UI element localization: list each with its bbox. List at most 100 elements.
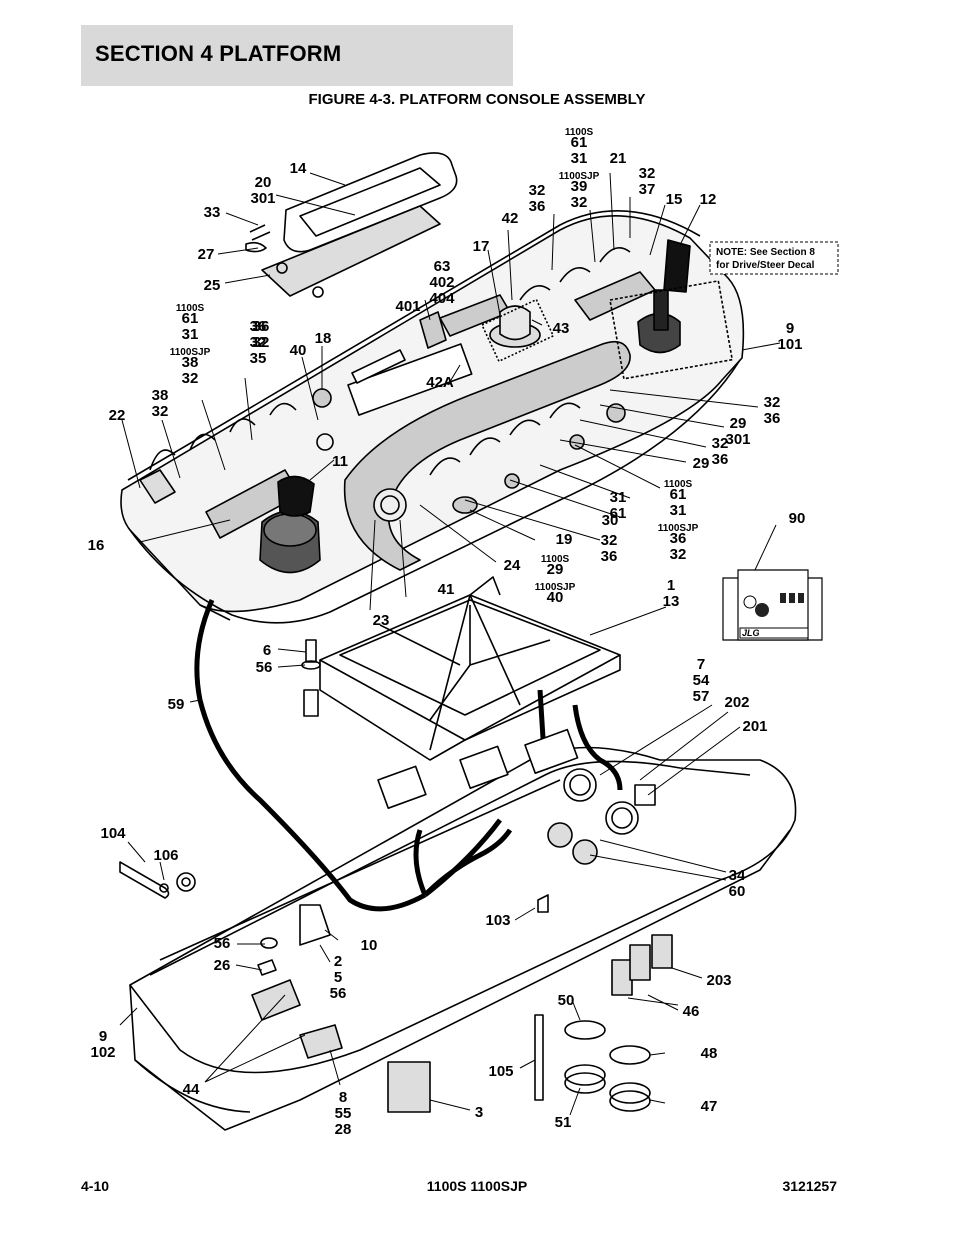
- callout-label: 61: [182, 310, 199, 327]
- callout-label: 31: [610, 489, 627, 506]
- callout-label: 5: [334, 969, 342, 986]
- callout-label: 101: [777, 336, 802, 353]
- callout-label: 36: [601, 548, 618, 565]
- callout-label: 18: [315, 330, 332, 347]
- callout-label: 32: [601, 532, 618, 549]
- section-header: SECTION 4 PLATFORM: [81, 25, 513, 86]
- callout-label: 1100SJP: [658, 523, 699, 534]
- callout-label: 22: [109, 407, 126, 424]
- callout-label: 102: [90, 1044, 115, 1061]
- callout-label: 20: [255, 174, 272, 191]
- mounting-bracket: [319, 576, 621, 761]
- callout-label: 56: [330, 985, 347, 1002]
- callout-label: 16: [88, 537, 105, 554]
- hardware: [119, 639, 673, 1113]
- callout-label: 36: [670, 530, 687, 547]
- cover-and-decal: [245, 152, 458, 349]
- callout-label: 19: [556, 531, 573, 548]
- callout-label: 1100SJP: [170, 347, 211, 358]
- callout-label: 90: [789, 510, 806, 527]
- connectors: [377, 728, 656, 865]
- callout-label: 32: [712, 435, 729, 452]
- callout-label: 32: [639, 165, 656, 182]
- callout-label: 39: [571, 178, 588, 195]
- callout-label: 32: [182, 370, 199, 387]
- callout-label: 40: [547, 589, 564, 606]
- callout-label: 60: [729, 883, 746, 900]
- callout-label: 32: [250, 334, 267, 351]
- callout-label: 301: [250, 190, 275, 207]
- callout-label: 1100S: [664, 479, 693, 490]
- section-title: SECTION 4 PLATFORM: [95, 41, 342, 66]
- callout-label: 61: [670, 486, 687, 503]
- note-line-2: for Drive/Steer Decal: [716, 260, 815, 271]
- callout-label: 29: [693, 455, 710, 472]
- callout-label: 41: [438, 581, 455, 598]
- console-top-panel: [120, 210, 745, 624]
- callout-label: 37: [639, 181, 656, 198]
- callout-label: 301: [725, 431, 750, 448]
- callout-label: 35: [250, 350, 267, 367]
- callout-label: 2: [334, 953, 342, 970]
- callout-label: 13: [663, 593, 680, 610]
- callout-label: 47: [701, 1098, 718, 1115]
- figure-title: FIGURE 4-3. PLATFORM CONSOLE ASSEMBLY: [308, 91, 646, 108]
- callout-label: 11: [332, 453, 348, 470]
- callout-label: 36: [253, 318, 270, 335]
- callout-label: 38: [152, 387, 169, 404]
- callout-label: 42: [502, 210, 519, 227]
- callout-label: 30: [602, 512, 619, 529]
- callout-label: 1100S: [565, 127, 594, 138]
- callout-label: 33: [204, 204, 221, 221]
- decal-kit-inset: JLG: [722, 569, 823, 641]
- manual-number: 3121257: [782, 1178, 837, 1194]
- callout-label: 32: [152, 403, 169, 420]
- callout-label: 55: [335, 1105, 352, 1122]
- callout-label: 12: [700, 191, 717, 208]
- callout-label: 202: [724, 694, 749, 711]
- callout-label: 1100SJP: [535, 582, 576, 593]
- callout-label: 63: [434, 258, 451, 275]
- callout-label: 31: [571, 150, 588, 167]
- callout-label: 201: [742, 718, 767, 735]
- callout-label: 404: [429, 290, 455, 307]
- callout-label: 21: [610, 150, 627, 167]
- callout-label: 50: [558, 992, 575, 1009]
- callout-label: 36: [250, 318, 267, 335]
- callout-label: 8: [339, 1089, 347, 1106]
- callout-label: 10: [361, 937, 378, 954]
- note-line-1: NOTE: See Section 8: [716, 247, 815, 258]
- callout-label: 14: [290, 160, 307, 177]
- callout-label: 9: [99, 1028, 107, 1045]
- callout-label: 7: [697, 656, 705, 673]
- callout-labels: 1420301332725634024044011742431842A1100S…: [88, 127, 806, 1138]
- callout-label: 105: [488, 1063, 513, 1080]
- callout-label: 56: [214, 935, 231, 952]
- callout-label: 203: [706, 972, 731, 989]
- page-number: 4-10: [81, 1178, 110, 1194]
- callout-label: 106: [153, 847, 178, 864]
- callout-label: 1: [667, 577, 675, 594]
- callout-label: 103: [485, 912, 510, 929]
- callout-label: 44: [183, 1081, 200, 1098]
- callout-label: 24: [504, 557, 521, 574]
- callout-label: 401: [395, 298, 420, 315]
- callout-label: 1100SJP: [559, 171, 600, 182]
- jlg-logo: JLG: [742, 628, 760, 638]
- callout-label: 48: [701, 1045, 718, 1062]
- callout-label: 3: [475, 1104, 483, 1121]
- callout-label: 54: [693, 672, 710, 689]
- callout-label: 40: [290, 342, 307, 359]
- callout-label: 36: [764, 410, 781, 427]
- callout-label: 32: [253, 334, 270, 351]
- callout-label: 36: [529, 198, 546, 215]
- callout-label: 25: [204, 277, 221, 294]
- callout-label: 104: [100, 825, 126, 842]
- emergency-stop: [373, 298, 555, 522]
- callout-label: 9: [786, 320, 794, 337]
- callout-label: 51: [555, 1114, 572, 1131]
- callout-label: 23: [373, 612, 390, 629]
- callout-label: 402: [429, 274, 454, 291]
- callout-label: 61: [571, 134, 588, 151]
